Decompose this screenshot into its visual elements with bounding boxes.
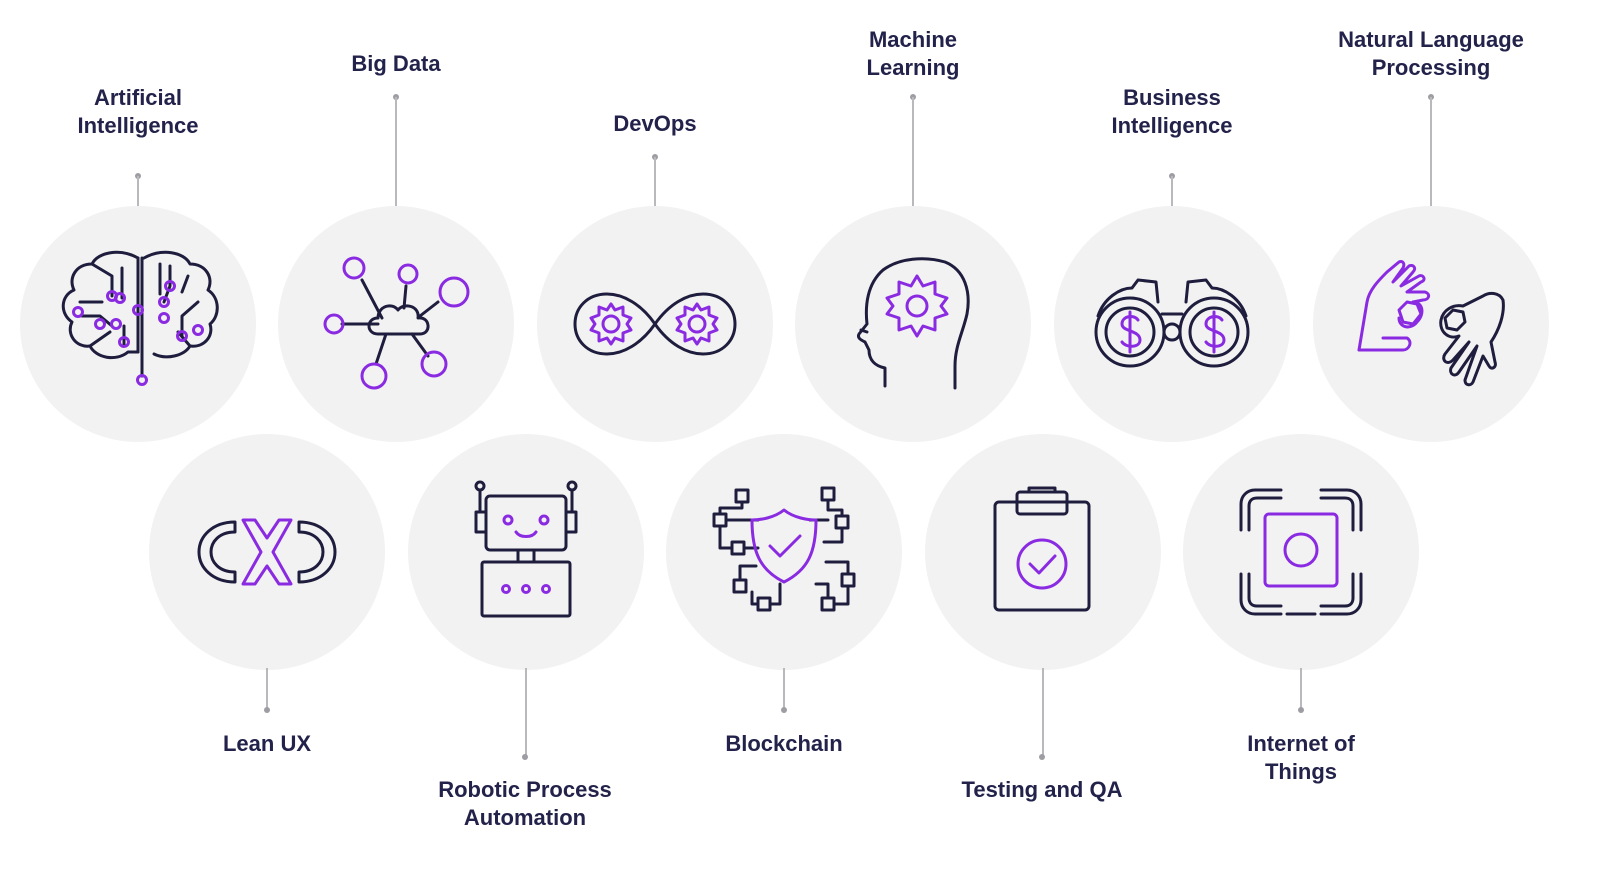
label-blockchain: Blockchain bbox=[725, 731, 843, 756]
machine-learning-circle bbox=[795, 206, 1031, 442]
robot-icon bbox=[474, 480, 578, 618]
label-testing-qa: Testing and QA bbox=[961, 777, 1123, 802]
iot-circle bbox=[1183, 434, 1419, 670]
connector-line bbox=[137, 176, 139, 208]
connector-dot bbox=[781, 707, 787, 713]
connector-dot bbox=[522, 754, 528, 760]
label-rpa: Robotic Process Automation bbox=[438, 777, 612, 830]
business-intelligence-circle bbox=[1054, 206, 1290, 442]
clipboard-check-icon bbox=[993, 486, 1091, 612]
connector-line bbox=[783, 668, 785, 708]
cx-logo-icon bbox=[197, 518, 337, 586]
label-business-intelligence: Business Intelligence bbox=[1111, 85, 1233, 138]
brain-circuit-icon bbox=[61, 250, 219, 386]
cloud-network-icon bbox=[323, 256, 470, 390]
label-internet-of-things: Internet of Things bbox=[1247, 731, 1355, 784]
infinity-gears-icon bbox=[573, 292, 737, 356]
lean-ux-circle bbox=[149, 434, 385, 670]
connector-line bbox=[654, 157, 656, 208]
connector-dot bbox=[1298, 707, 1304, 713]
label-machine-learning: Machine Learning bbox=[866, 27, 960, 80]
shield-chain-icon bbox=[712, 486, 856, 612]
sign-language-hands-icon bbox=[1357, 260, 1505, 387]
connector-line bbox=[1430, 97, 1432, 208]
chip-scan-icon bbox=[1239, 488, 1363, 616]
label-big-data: Big Data bbox=[351, 51, 441, 76]
connector-dot bbox=[264, 707, 270, 713]
binoculars-dollar-icon bbox=[1094, 278, 1250, 368]
connector-line bbox=[266, 668, 268, 708]
blockchain-circle bbox=[666, 434, 902, 670]
connector-line bbox=[1042, 668, 1044, 756]
connector-line bbox=[912, 97, 914, 208]
nlp-circle bbox=[1313, 206, 1549, 442]
connector-line bbox=[1300, 668, 1302, 708]
devops-circle bbox=[537, 206, 773, 442]
head-gear-icon bbox=[857, 257, 970, 390]
rpa-circle bbox=[408, 434, 644, 670]
testing-qa-circle bbox=[925, 434, 1161, 670]
connector-dot bbox=[1039, 754, 1045, 760]
connector-line bbox=[395, 97, 397, 208]
label-natural-language-processing: Natural Language Processing bbox=[1338, 27, 1524, 80]
connector-line bbox=[525, 668, 527, 756]
label-lean-ux: Lean UX bbox=[222, 731, 312, 756]
label-artificial-intelligence: Artificial Intelligence bbox=[77, 85, 199, 138]
connector-line bbox=[1171, 176, 1173, 208]
ai-circle bbox=[20, 206, 256, 442]
label-devops: DevOps bbox=[613, 111, 697, 136]
big-data-circle bbox=[278, 206, 514, 442]
